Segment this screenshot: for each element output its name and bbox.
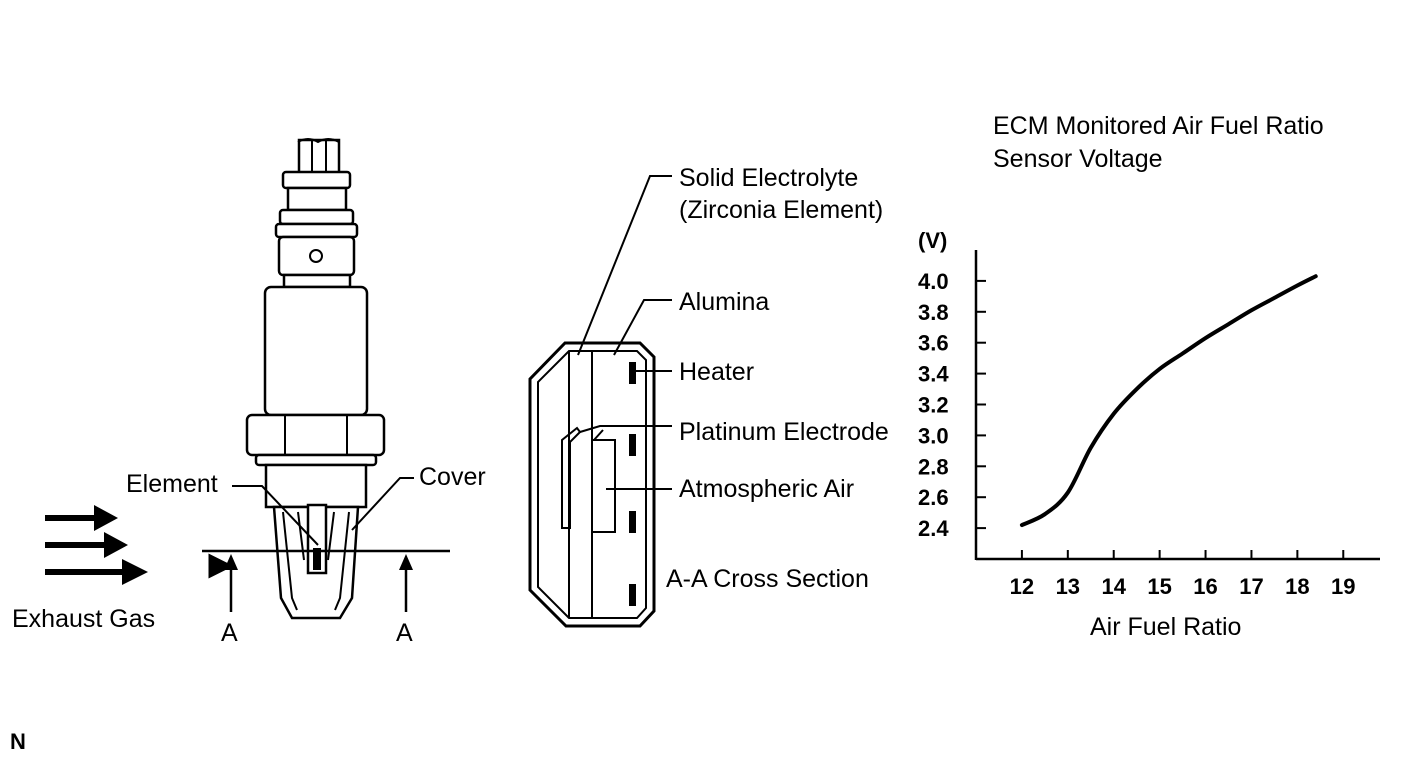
chart-title-line1: ECM Monitored Air Fuel Ratio xyxy=(993,112,1324,140)
y-tick-label: 2.6 xyxy=(918,485,949,510)
y-tick-label: 2.4 xyxy=(918,516,949,541)
x-tick-label: 16 xyxy=(1193,574,1217,599)
chart-x-axis-label: Air Fuel Ratio xyxy=(1090,613,1241,641)
x-tick-label: 19 xyxy=(1331,574,1355,599)
y-tick-label: 3.6 xyxy=(918,331,949,356)
x-tick-label: 15 xyxy=(1147,574,1171,599)
alumina-label: Alumina xyxy=(679,288,769,316)
cover-label: Cover xyxy=(419,463,486,491)
exhaust-gas-label: Exhaust Gas xyxy=(12,605,155,633)
y-tick-label: 3.8 xyxy=(918,300,949,325)
x-tick-label: 17 xyxy=(1239,574,1263,599)
y-tick-label: 4.0 xyxy=(918,269,949,294)
y-tick-label: 3.2 xyxy=(918,393,949,418)
x-tick-label: 13 xyxy=(1056,574,1080,599)
element-label: Element xyxy=(126,470,218,498)
chart-ticks: 2.4 2.6 2.8 3.0 3.2 3.4 3.6 3.8 4.0 12 13 14 15 16 17 1… xyxy=(918,269,1356,599)
solid-electrolyte-label: Solid Electrolyte xyxy=(679,164,858,192)
sensor-voltage-curve xyxy=(1019,274,1318,528)
y-tick-label: 2.8 xyxy=(918,454,949,479)
y-tick-label: 3.4 xyxy=(918,362,949,387)
chart-y-unit: (V) xyxy=(918,228,947,253)
heater-label: Heater xyxy=(679,358,754,386)
y-tick-label: 3.0 xyxy=(918,423,949,448)
oxygen-sensor-drawing xyxy=(202,138,450,620)
chart-series xyxy=(1019,274,1318,528)
cross-section-caption: A-A Cross Section xyxy=(666,565,869,593)
chart-axes xyxy=(974,250,1380,561)
x-tick-label: 14 xyxy=(1101,574,1126,599)
corner-mark: N xyxy=(10,729,26,754)
atmospheric-air-label: Atmospheric Air xyxy=(679,475,854,503)
zirconia-element-label: (Zirconia Element) xyxy=(679,196,883,224)
cross-section-drawing xyxy=(528,175,672,628)
chart-title-line2: Sensor Voltage xyxy=(993,145,1163,173)
exhaust-arrows xyxy=(45,505,148,585)
x-tick-label: 12 xyxy=(1010,574,1034,599)
section-mark-right: A xyxy=(396,619,413,647)
section-mark-left: A xyxy=(221,619,238,647)
platinum-electrode-label: Platinum Electrode xyxy=(679,418,889,446)
x-tick-label: 18 xyxy=(1285,574,1309,599)
